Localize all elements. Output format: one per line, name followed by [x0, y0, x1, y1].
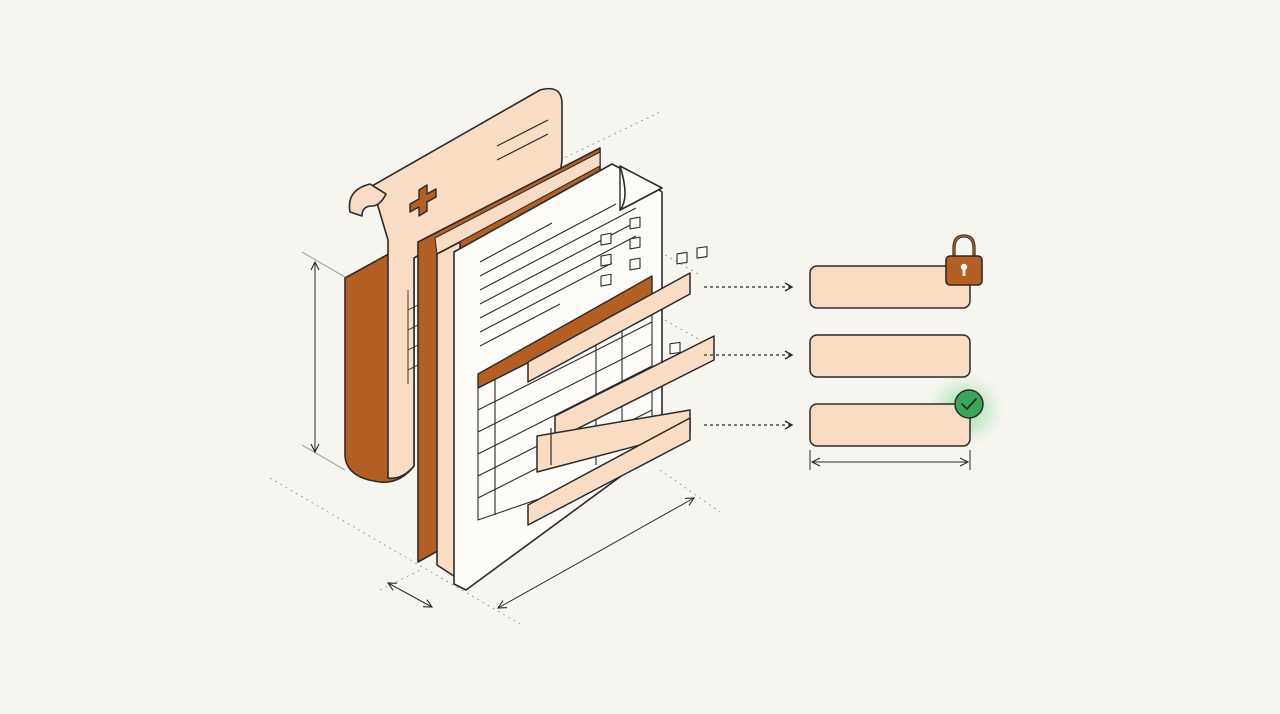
- height-dimension: [301, 251, 346, 471]
- secured-field[interactable]: [809, 265, 971, 309]
- form-fields: [809, 234, 1005, 470]
- verified-field[interactable]: [809, 403, 971, 447]
- check-circle-icon: [954, 389, 984, 419]
- lock-icon: [945, 234, 983, 286]
- construction-lines: [269, 111, 721, 625]
- form-sheet: [453, 163, 663, 591]
- plain-field[interactable]: [809, 334, 971, 378]
- connectors: [704, 282, 794, 430]
- strip-1: [527, 272, 691, 383]
- medical-cross-icon: [409, 184, 437, 217]
- medical-record-sheet: [344, 87, 563, 483]
- field-width-dimension: [809, 450, 971, 470]
- strip-2: [554, 335, 715, 441]
- depth-dimension: [386, 497, 696, 609]
